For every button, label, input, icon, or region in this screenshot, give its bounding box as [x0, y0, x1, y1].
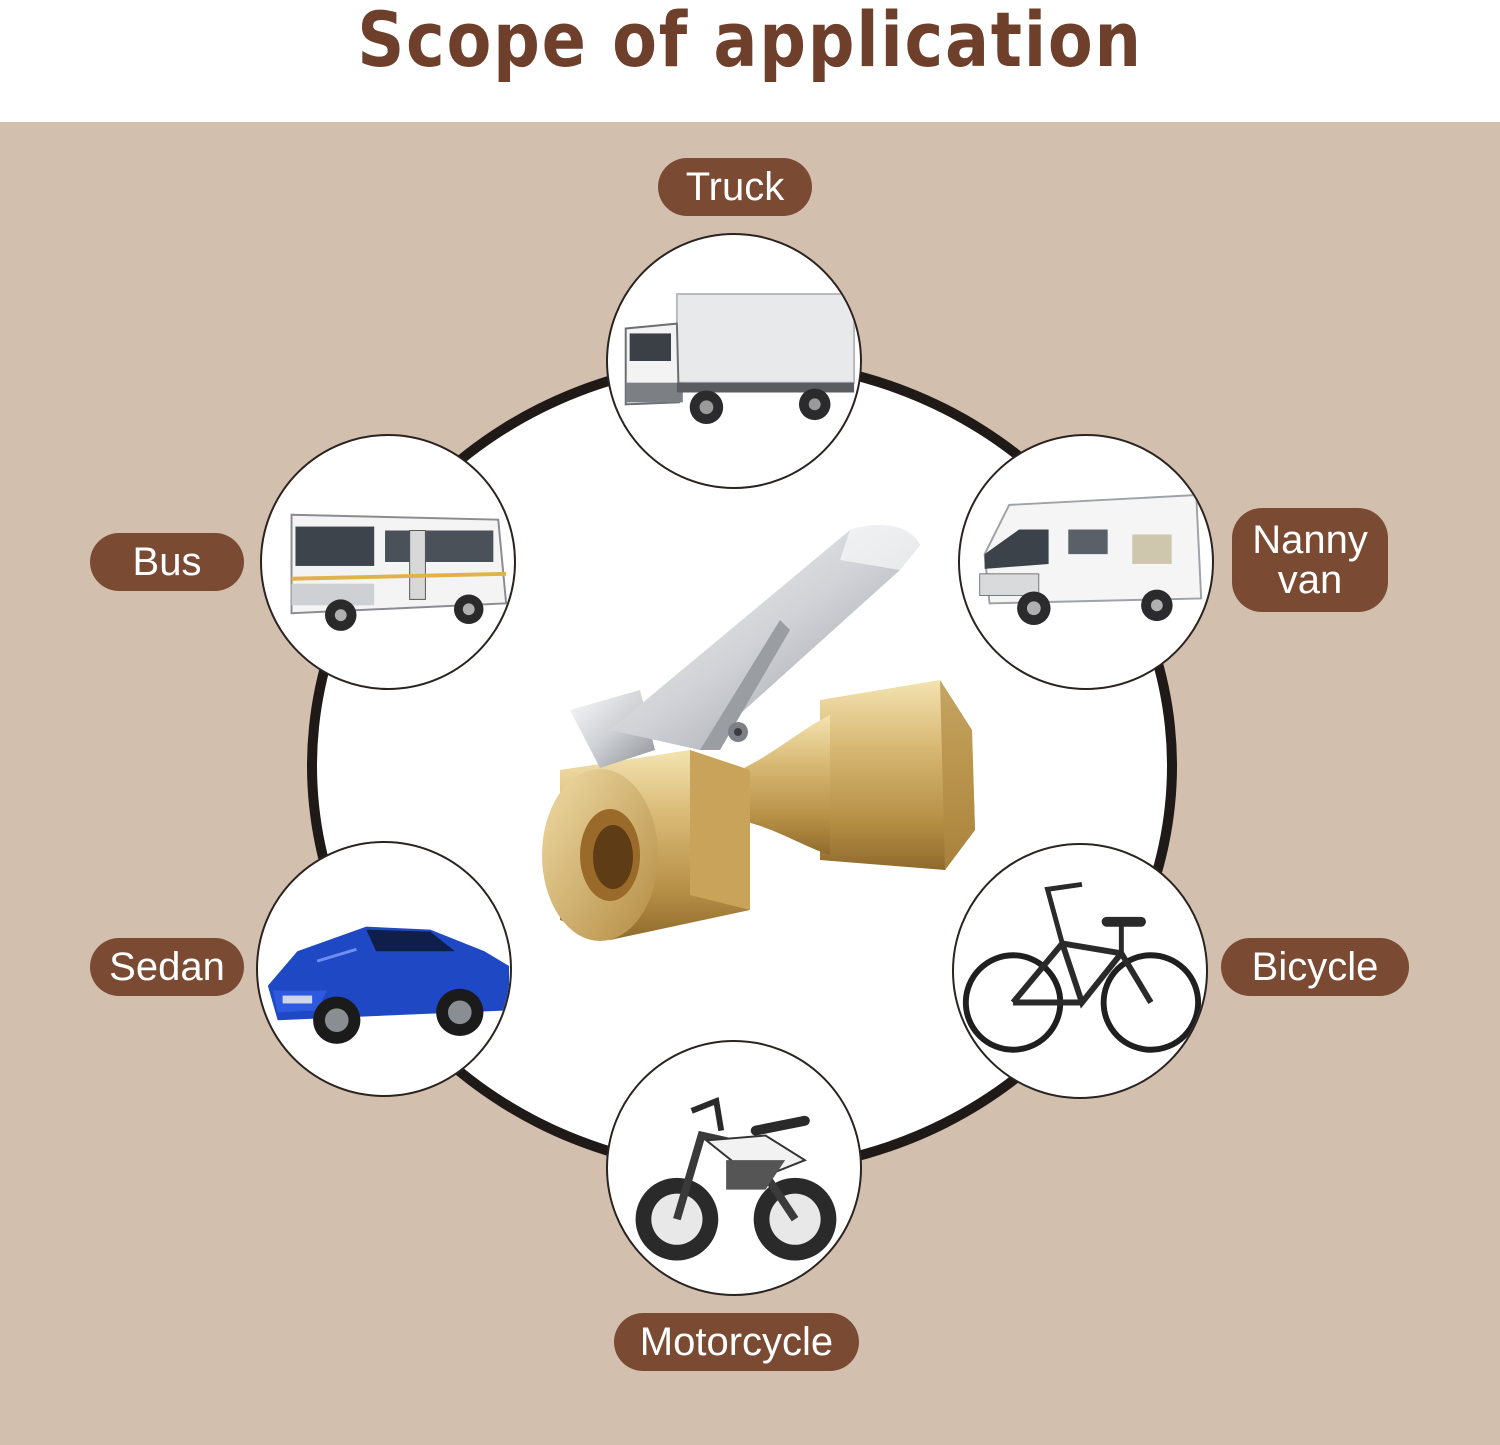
sports-car-icon: [267, 926, 510, 1044]
label-truck: Truck: [658, 158, 812, 216]
label-sedan: Sedan: [90, 938, 244, 996]
label-bus: Bus: [90, 533, 244, 591]
bus-bubble: [260, 434, 516, 690]
bicycle-bubble: [952, 843, 1208, 1099]
label-bicycle: Bicycle: [1221, 938, 1409, 996]
bicycle-icon: [962, 881, 1202, 1053]
motorcycle-icon: [635, 1096, 837, 1261]
label-nanny-van: Nanny van: [1232, 508, 1388, 612]
title-band: Scope of application: [0, 0, 1500, 122]
label-motorcycle: Motorcycle: [614, 1313, 859, 1371]
bus-icon: [290, 513, 508, 631]
motorhome-icon: [979, 494, 1203, 625]
nanny-van-bubble: [958, 434, 1214, 690]
tire-chuck-icon: [520, 500, 1000, 970]
sedan-bubble: [256, 841, 512, 1097]
page-title: Scope of application: [357, 0, 1143, 84]
motorcycle-bubble: [606, 1040, 862, 1296]
truck-icon: [624, 293, 856, 424]
truck-bubble: [606, 233, 862, 489]
